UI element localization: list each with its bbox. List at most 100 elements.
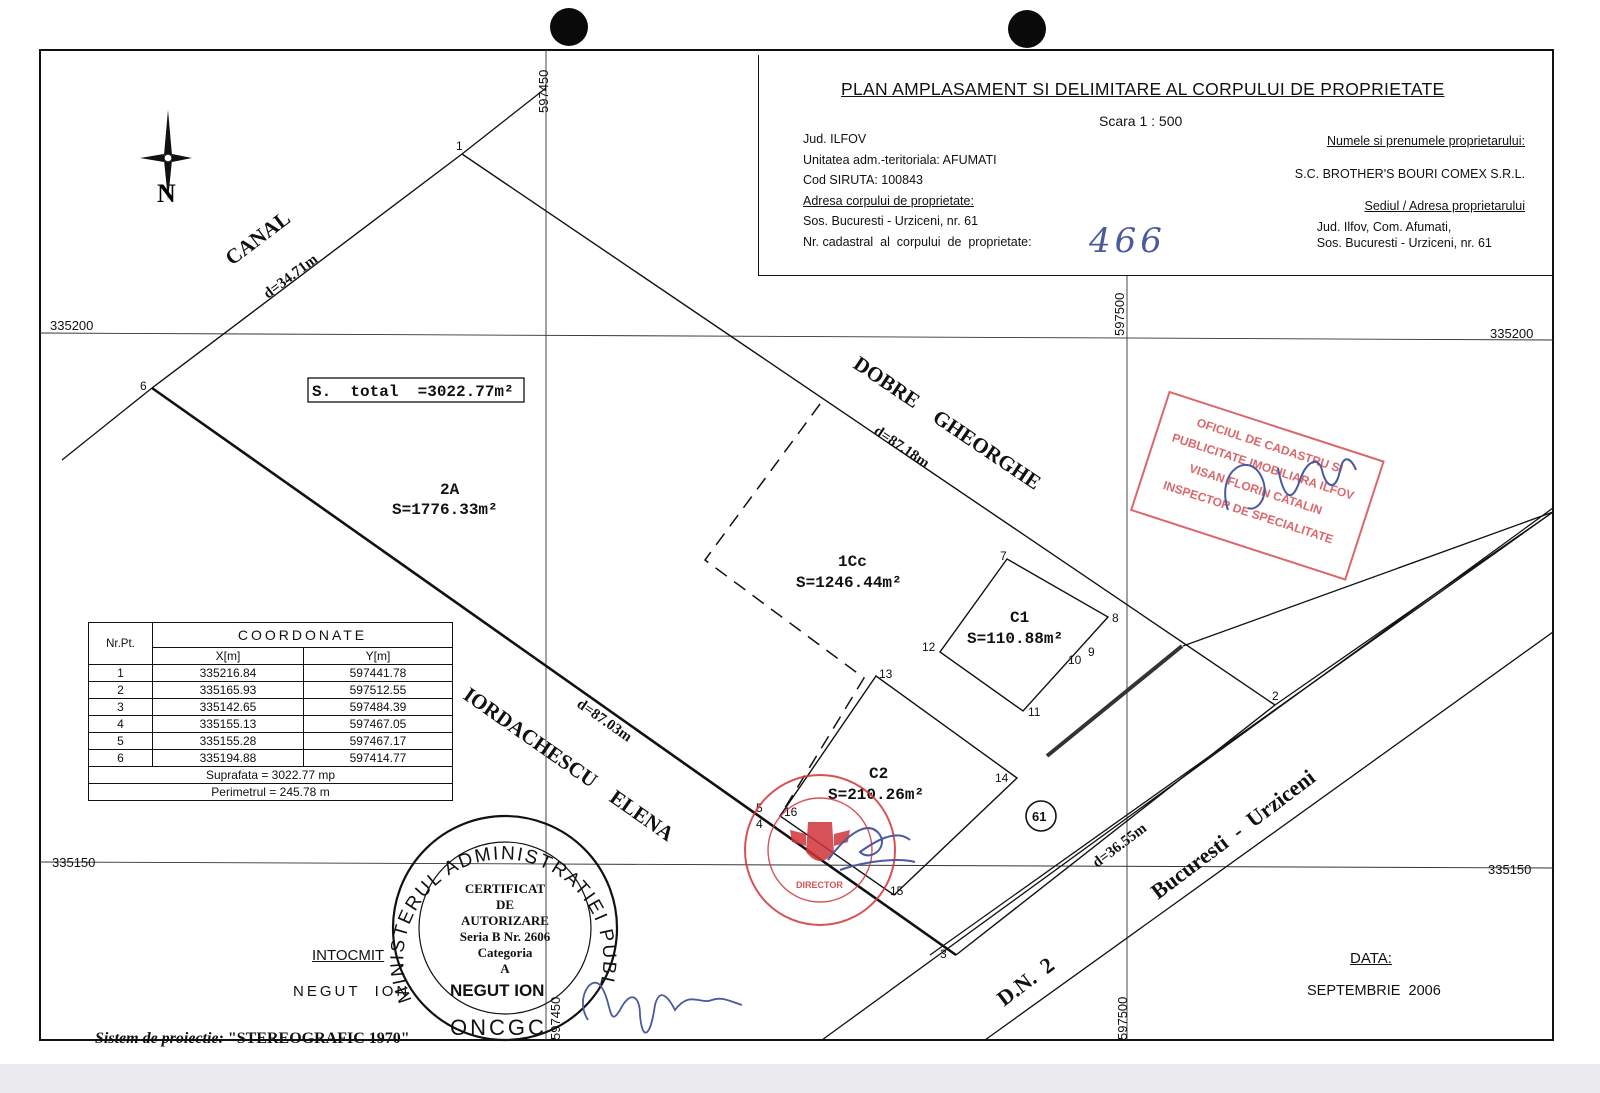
cert-line5: Categoria bbox=[478, 945, 533, 960]
coat-of-arms-icon bbox=[790, 822, 850, 861]
parcel-1cc-name: 1Cc bbox=[838, 553, 867, 571]
date-label: DATA: bbox=[1350, 950, 1392, 967]
point-1: 1 bbox=[456, 139, 463, 153]
coord-y: 597484.39 bbox=[303, 698, 453, 716]
prepared-by-label: INTOCMIT bbox=[312, 947, 385, 964]
coord-y: 597414.77 bbox=[303, 749, 453, 767]
neighbour-iordachescu-elena: IORDACHESCU ELENA bbox=[459, 682, 679, 846]
parcel-2a-name: 2A bbox=[440, 481, 460, 499]
property-address-label: Adresa corpului de proprietate: bbox=[803, 193, 974, 208]
grid-label-597500-bottom: 597500 bbox=[1115, 997, 1130, 1040]
owner-label: Numele si prenumele proprietarului: bbox=[1326, 134, 1525, 148]
punch-hole-right bbox=[1008, 10, 1046, 48]
north-arrow-icon: N bbox=[140, 110, 192, 208]
owner-seat-label: Sediul / Adresa proprietarului bbox=[1364, 199, 1525, 213]
point-13: 13 bbox=[879, 667, 893, 681]
grid-label-597500-top: 597500 bbox=[1112, 293, 1127, 336]
building-c2-outline bbox=[779, 675, 1019, 896]
cadastral-plan: 597450 597500 597450 597500 335200 33520… bbox=[0, 0, 1554, 1042]
coord-nr: 4 bbox=[88, 715, 153, 733]
projection-label: Sistem de proiectie: bbox=[95, 1030, 224, 1047]
building-c1-area: S=110.88m² bbox=[967, 630, 1063, 648]
coord-col-x: X[m] bbox=[152, 647, 304, 665]
ministry-oncgc: ONCGC bbox=[450, 1015, 547, 1040]
coordinate-grid bbox=[39, 50, 1554, 1040]
coord-x: 335155.28 bbox=[152, 732, 304, 750]
plan-title: PLAN AMPLASAMENT SI DELIMITARE AL CORPUL… bbox=[841, 79, 1445, 99]
projection-system: Sistem de proiectie: "STEREOGRAFIC 1970" bbox=[95, 1030, 410, 1048]
grid-label-597450-bottom: 597450 bbox=[548, 997, 563, 1040]
building-c1-outline bbox=[939, 558, 1110, 712]
point-3: 3 bbox=[940, 947, 947, 961]
grid-label-335200-right: 335200 bbox=[1490, 326, 1533, 341]
coord-col-y: Y[m] bbox=[303, 647, 453, 665]
table-row: 4 335155.13 597467.05 bbox=[88, 715, 453, 733]
title-block: PLAN AMPLASAMENT SI DELIMITARE AL CORPUL… bbox=[758, 55, 1553, 276]
distance-1-2: d=87.18m bbox=[871, 423, 933, 472]
point-10: 10 bbox=[1068, 653, 1082, 667]
table-row: 6 335194.88 597414.77 bbox=[88, 749, 453, 767]
coord-nr: 1 bbox=[88, 664, 153, 682]
parcel-1cc-dashed-boundary bbox=[703, 403, 865, 817]
cert-line4: Seria B Nr. 2606 bbox=[460, 929, 551, 944]
building-c2-area: S=210.26m² bbox=[828, 786, 924, 804]
grid-label-335200-left: 335200 bbox=[50, 318, 93, 333]
distance-2-3: d=36.55m bbox=[1090, 820, 1150, 871]
point-14: 14 bbox=[995, 771, 1009, 785]
siruta-code: Cod SIRUTA: 100843 bbox=[803, 173, 923, 187]
point-6: 6 bbox=[140, 379, 147, 393]
cadastral-number-label: Nr. cadastral al corpului de proprietate… bbox=[803, 234, 1032, 249]
point-4: 4 bbox=[756, 817, 763, 831]
cert-line2: DE bbox=[496, 897, 514, 912]
point-2: 2 bbox=[1272, 689, 1279, 703]
table-row: 2 335165.93 597512.55 bbox=[88, 681, 453, 699]
plan-scale: Scara 1 : 500 bbox=[1099, 113, 1183, 129]
total-area: S. total =3022.77m² bbox=[312, 383, 514, 401]
property-address: Sos. Bucuresti - Urziceni, nr. 61 bbox=[803, 214, 979, 228]
building-c1-name: C1 bbox=[1010, 609, 1029, 627]
point-7: 7 bbox=[1000, 549, 1007, 563]
ancpi-round-stamp: DIRECTOR bbox=[744, 774, 896, 926]
coord-perimeter: Perimetrul = 245.78 m bbox=[88, 783, 453, 801]
point-12: 12 bbox=[922, 640, 936, 654]
inspector-signature bbox=[1224, 458, 1357, 511]
coord-area: Suprafata = 3022.77 mp bbox=[88, 766, 453, 784]
coord-nr: 5 bbox=[88, 732, 153, 750]
projection-value: "STEREOGRAFIC 1970" bbox=[227, 1030, 410, 1047]
coord-y: 597467.05 bbox=[303, 715, 453, 733]
coord-x: 335165.93 bbox=[152, 681, 304, 699]
ocpi-stamp: OFICIUL DE CADASTRU SI PUBLICITATE IMOBI… bbox=[1129, 390, 1385, 581]
parcel-1cc-area: S=1246.44m² bbox=[796, 574, 902, 592]
building-c2-name: C2 bbox=[869, 765, 888, 783]
neighbour-canal: CANAL bbox=[221, 206, 295, 270]
owner-name: S.C. BROTHER'S BOURI COMEX S.R.L. bbox=[1294, 166, 1525, 181]
coord-nr: 6 bbox=[88, 749, 153, 767]
point-15: 15 bbox=[890, 884, 904, 898]
author-signature bbox=[582, 982, 743, 1034]
owner-seat-line1: Jud. Ilfov, Com. Afumati, bbox=[1316, 219, 1452, 234]
map-frame bbox=[39, 49, 1554, 1041]
coord-header: COORDONATE bbox=[152, 622, 453, 648]
grid-label-597450-top: 597450 bbox=[536, 70, 551, 113]
point-8: 8 bbox=[1112, 611, 1119, 625]
coord-x: 335216.84 bbox=[152, 664, 304, 682]
ancpi-director: DIRECTOR bbox=[796, 880, 843, 890]
coord-y: 597441.78 bbox=[303, 664, 453, 682]
coordinates-table: Nr.Pt. COORDONATE X[m] Y[m] 1 335216.84 … bbox=[88, 622, 453, 801]
table-row: 3 335142.65 597484.39 bbox=[88, 698, 453, 716]
north-label: N bbox=[157, 179, 176, 208]
county: Jud. ILFOV bbox=[803, 132, 867, 146]
cert-line1: CERTIFICAT bbox=[465, 881, 546, 896]
coord-x: 335194.88 bbox=[152, 749, 304, 767]
owner-seat-line2: Sos. Bucuresti - Urziceni, nr. 61 bbox=[1316, 236, 1492, 250]
title-block-right: Numele si prenumele proprietarului: S.C.… bbox=[1295, 131, 1525, 254]
house-number: 61 bbox=[1032, 809, 1046, 824]
coord-nr: 3 bbox=[88, 698, 153, 716]
cert-line3: AUTORIZARE bbox=[461, 913, 549, 928]
title-block-left: Jud. ILFOV Unitatea adm.-teritoriala: AF… bbox=[803, 129, 1032, 252]
table-row: 1 335216.84 597441.78 bbox=[88, 664, 453, 682]
cadastral-number: 466 bbox=[1089, 221, 1166, 261]
coord-y: 597512.55 bbox=[303, 681, 453, 699]
house-number-circle bbox=[1025, 800, 1057, 832]
road-dn2: D.N. 2 bbox=[992, 952, 1059, 1011]
